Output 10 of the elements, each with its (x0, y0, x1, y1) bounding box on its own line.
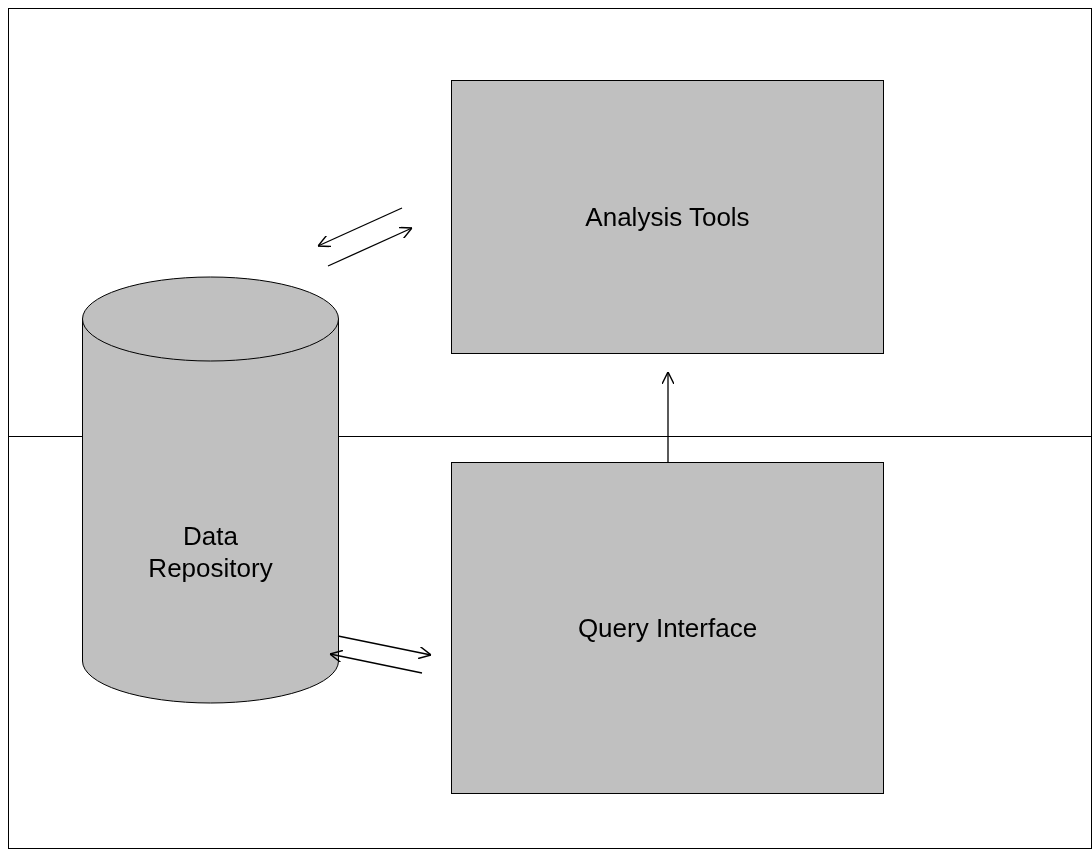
arrow (661, 371, 675, 463)
arrow (317, 207, 403, 248)
process-box (451, 462, 884, 794)
node-label: Data Repository (147, 519, 274, 585)
node-label: Query Interface (577, 611, 758, 645)
arrow (337, 635, 432, 660)
process-box (451, 80, 884, 354)
node-label: Analysis Tools (584, 200, 751, 234)
arrow (327, 226, 413, 267)
arrow (329, 649, 423, 674)
